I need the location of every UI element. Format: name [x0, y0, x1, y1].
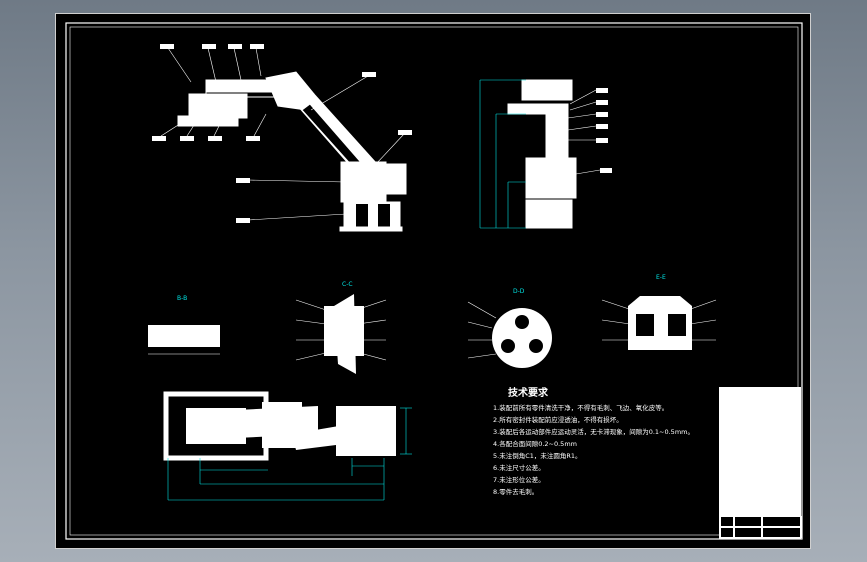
- section-d-view: D-D: [467, 288, 552, 368]
- note-line-8: 8.零件去毛刺。: [493, 488, 539, 496]
- section-b-view: B-B: [148, 295, 220, 355]
- drawing-sheet: B-B C-C D-D E-: [55, 13, 811, 549]
- note-line-7: 7.未注形位公差。: [493, 476, 545, 484]
- note-line-4: 4.各配合面间隙0.2~0.5mm: [493, 440, 577, 448]
- note-line-3: 3.装配后各运动部件应运动灵活，无卡滞现象，间隙为0.1~0.5mm。: [493, 428, 694, 436]
- section-e-view: E-E: [601, 274, 717, 350]
- main-arm-labels: [152, 44, 412, 223]
- side-view-dimensions: [479, 79, 526, 229]
- title-block-grid: [720, 516, 802, 538]
- title-block: [719, 387, 802, 539]
- side-view: [507, 79, 577, 229]
- side-view-leaders: [567, 89, 601, 175]
- section-d-label: D-D: [513, 288, 525, 295]
- section-e-label: E-E: [656, 274, 666, 281]
- main-arm-leaders: [160, 47, 405, 221]
- outer-frame: [65, 22, 803, 540]
- note-line-2: 2.所有密封件装配前应浸透油，不得有损坏。: [493, 416, 623, 424]
- inner-frame: [69, 26, 799, 536]
- section-c-view: C-C: [295, 281, 387, 374]
- main-arm-view: [177, 71, 407, 232]
- plan-view: [163, 391, 412, 501]
- side-view-labels: [596, 88, 612, 173]
- cad-drawing: B-B C-C D-D E-: [65, 22, 803, 540]
- section-b-label: B-B: [177, 295, 187, 302]
- note-line-5: 5.未注倒角C1，未注圆角R1。: [493, 452, 582, 460]
- section-c-label: C-C: [342, 281, 353, 288]
- note-line-1: 1.装配前所有零件清洗干净，不得有毛刺、飞边、氧化皮等。: [493, 404, 669, 412]
- note-line-6: 6.未注尺寸公差。: [493, 464, 545, 472]
- notes-title: 技术要求: [508, 388, 548, 399]
